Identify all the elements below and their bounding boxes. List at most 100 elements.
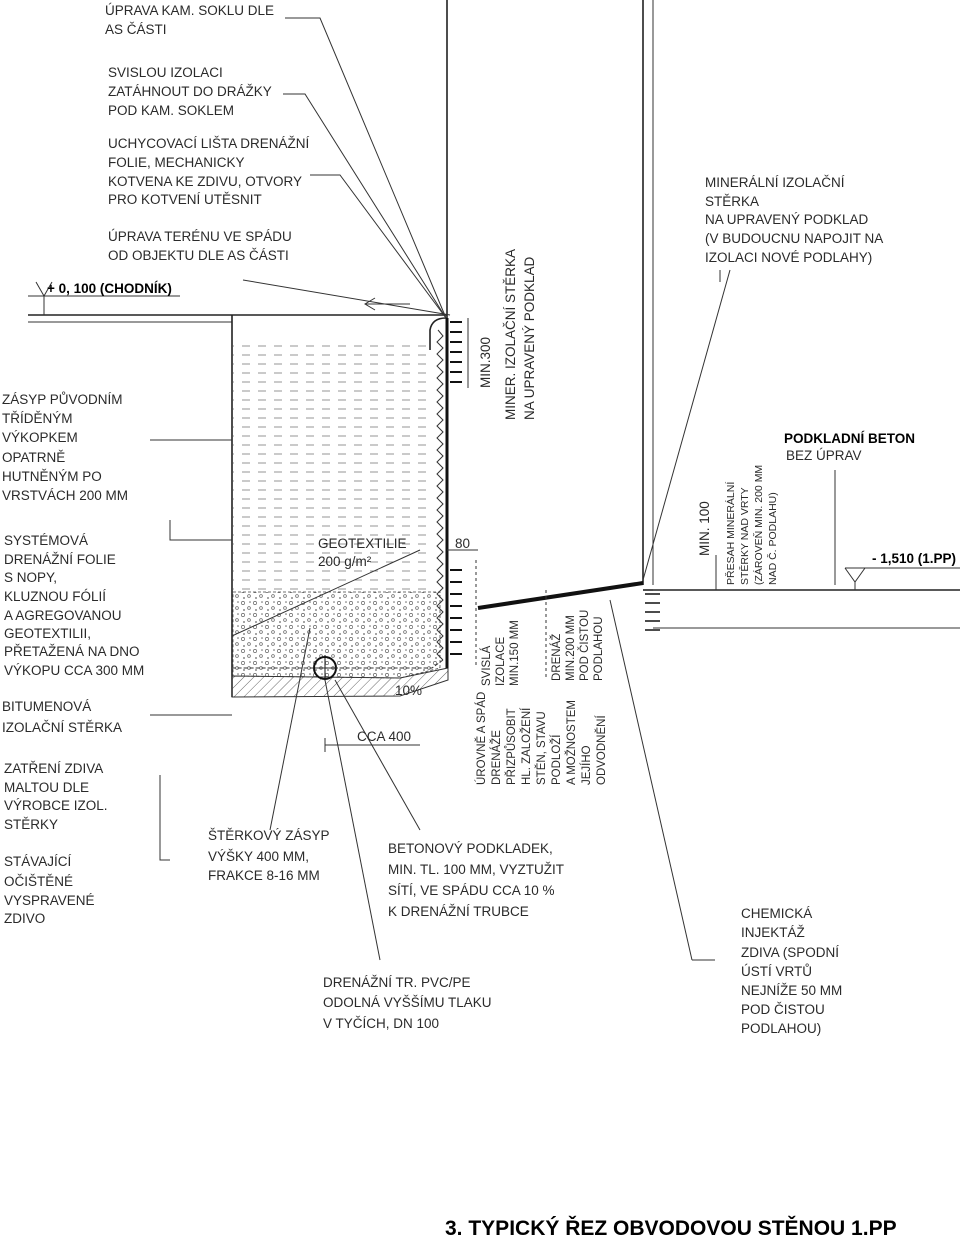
note-overlap: PŘESAH MINERÁLNÍ STĚRKY NAD VRTY (ZÁROVE… (724, 465, 779, 585)
svg-text:MINER. IZOLAČNÍ STĚRKA: MINER. IZOLAČNÍ STĚRKA (503, 249, 518, 420)
svg-text:HL. ZALOŽENÍ: HL. ZALOŽENÍ (520, 707, 533, 785)
svg-text:A MOŽNOSTEM: A MOŽNOSTEM (565, 700, 578, 785)
svg-text:NAD Č. PODLAHU): NAD Č. PODLAHU) (766, 492, 779, 585)
svg-text:STĚRKA: STĚRKA (705, 194, 759, 209)
svg-text:VÝROBCE IZOL.: VÝROBCE IZOL. (4, 798, 108, 813)
note-gravel: ŠTĚRKOVÝ ZÁSYP VÝŠKY 400 MM, FRAKCE 8-16… (208, 828, 330, 883)
svg-text:ODOLNÁ VYŠŠÍMU TLAKU: ODOLNÁ VYŠŠÍMU TLAKU (323, 995, 492, 1010)
svg-text:(ZÁROVEŇ MIN. 200 MM: (ZÁROVEŇ MIN. 200 MM (752, 465, 765, 585)
svg-text:BEZ ÚPRAV: BEZ ÚPRAV (786, 448, 862, 463)
svg-text:K DRENÁŽNÍ TRUBCE: K DRENÁŽNÍ TRUBCE (388, 904, 529, 919)
slope-label: 10% (395, 683, 422, 698)
level-top-label: + 0, 100 (CHODNÍK) (47, 281, 172, 296)
level-bottom-label: - 1,510 (1.PP) (872, 551, 956, 566)
svg-text:STĚRKY NAD VRTY: STĚRKY NAD VRTY (738, 487, 751, 585)
svg-text:AS ČÁSTI: AS ČÁSTI (105, 22, 167, 37)
svg-text:GEOTEXTILII,: GEOTEXTILII, (4, 626, 91, 641)
svg-text:PODLAHOU): PODLAHOU) (741, 1021, 821, 1036)
svg-text:DRENÁŽE: DRENÁŽE (490, 730, 503, 785)
mineral-coating-bar (477, 581, 644, 610)
svg-text:GEOTEXTILIE: GEOTEXTILIE (318, 536, 407, 551)
svg-text:ÚSTÍ VRTŮ: ÚSTÍ VRTŮ (741, 964, 812, 979)
dim-80-label: 80 (455, 536, 470, 551)
note-sokl-adjust: ÚPRAVA KAM. SOKLU DLE AS ČÁSTI (105, 3, 274, 37)
level-marker-top (28, 281, 180, 315)
svg-text:STÁVAJÍCÍ: STÁVAJÍCÍ (4, 854, 72, 869)
membrane-bottom-return (233, 659, 444, 669)
note-vertical-insulation-depth: SVISLÁ IZOLACE MIN.150 MM (480, 620, 521, 686)
svg-text:ZATŘENÍ ZDIVA: ZATŘENÍ ZDIVA (4, 761, 103, 776)
svg-text:POD KAM. SOKLEM: POD KAM. SOKLEM (108, 103, 234, 118)
svg-text:POD ČISTOU: POD ČISTOU (741, 1002, 825, 1017)
svg-text:NEJNÍŽE 50 MM: NEJNÍŽE 50 MM (741, 983, 842, 998)
svg-text:NA UPRAVENÝ PODKLAD: NA UPRAVENÝ PODKLAD (522, 256, 537, 420)
svg-text:IZOLACI NOVÉ PODLAHY): IZOLACI NOVÉ PODLAHY) (705, 250, 872, 265)
svg-text:STĚRKY: STĚRKY (4, 817, 58, 832)
svg-text:ZDIVA (SPODNÍ: ZDIVA (SPODNÍ (741, 945, 839, 960)
svg-text:DRENÁŽ: DRENÁŽ (550, 634, 563, 681)
note-existing-masonry: STÁVAJÍCÍ OČIŠTĚNÉ VYSPRAVENÉ ZDIVO (4, 854, 95, 926)
note-vertical-drainage: DRENÁŽ MIN.200 MM POD ČISTOU PODLAHOU (550, 610, 605, 681)
svg-text:FRAKCE 8-16 MM: FRAKCE 8-16 MM (208, 868, 320, 883)
svg-text:ÚROVNĚ A SPÁD: ÚROVNĚ A SPÁD (475, 692, 488, 785)
svg-text:VÝKOPU CCA 300 MM: VÝKOPU CCA 300 MM (4, 663, 144, 678)
mounting-strip (429, 317, 447, 350)
svg-text:ÚPRAVA KAM. SOKLU DLE: ÚPRAVA KAM. SOKLU DLE (105, 3, 274, 18)
dim-min100-label: MIN. 100 (697, 501, 712, 556)
svg-text:PŘIZPŮSOBIT: PŘIZPŮSOBIT (505, 708, 518, 785)
svg-text:INJEKTÁŽ: INJEKTÁŽ (741, 925, 805, 940)
note-terrain: ÚPRAVA TERÉNU VE SPÁDU OD OBJEKTU DLE AS… (108, 229, 292, 263)
note-backfill: ZÁSYP PŮVODNÍM TŘÍDĚNÝM VÝKOPKEM OPATRNĚ… (2, 392, 128, 503)
svg-text:MIN. TL. 100 MM, VYZTUŽIT: MIN. TL. 100 MM, VYZTUŽIT (388, 862, 564, 877)
svg-text:OČIŠTĚNÉ: OČIŠTĚNÉ (4, 874, 73, 889)
svg-text:NA UPRAVENÝ PODKLAD: NA UPRAVENÝ PODKLAD (705, 212, 869, 227)
svg-text:HUTNĚNÝM PO: HUTNĚNÝM PO (2, 469, 102, 484)
svg-text:PODKLADNÍ BETON: PODKLADNÍ BETON (784, 431, 915, 446)
svg-text:STĚN, STAVU: STĚN, STAVU (535, 711, 548, 785)
svg-text:ÚPRAVA TERÉNU VE SPÁDU: ÚPRAVA TERÉNU VE SPÁDU (108, 229, 292, 244)
note-mounting-strip: UCHYCOVACÍ LIŠTA DRENÁŽNÍ FOLIE, MECHANI… (108, 136, 310, 207)
svg-text:SVISLÁ: SVISLÁ (480, 645, 493, 686)
svg-text:MINERÁLNÍ IZOLAČNÍ: MINERÁLNÍ IZOLAČNÍ (705, 175, 845, 190)
existing-wall (447, 0, 643, 590)
svg-text:DRENÁŽNÍ TR. PVC/PE: DRENÁŽNÍ TR. PVC/PE (323, 975, 471, 990)
note-bitumen: BITUMENOVÁ IZOLAČNÍ STĚRKA (2, 699, 122, 735)
level-marker-bottom (844, 567, 960, 590)
drawing-title: 3. TYPICKÝ ŘEZ OBVODOVOU STĚNOU 1.PP (445, 1216, 897, 1239)
note-injection: CHEMICKÁ INJEKTÁŽ ZDIVA (SPODNÍ ÚSTÍ VRT… (741, 906, 842, 1036)
svg-text:PŘETAŽENÁ NA DNO: PŘETAŽENÁ NA DNO (4, 644, 140, 659)
svg-text:ZATÁHNOUT DO DRÁŽKY: ZATÁHNOUT DO DRÁŽKY (108, 84, 272, 99)
svg-text:FOLIE, MECHANICKY: FOLIE, MECHANICKY (108, 155, 245, 170)
svg-text:JEJÍHO: JEJÍHO (580, 745, 593, 785)
note-vertical-insulation: SVISLOU IZOLACI ZATÁHNOUT DO DRÁŽKY POD … (108, 65, 272, 118)
svg-text:IZOLAČNÍ STĚRKA: IZOLAČNÍ STĚRKA (2, 720, 122, 735)
note-geotextile: GEOTEXTILIE 200 g/m² (318, 536, 407, 569)
svg-text:TŘÍDĚNÝM: TŘÍDĚNÝM (2, 411, 73, 426)
svg-text:SÍTÍ, VE SPÁDU CCA 10 %: SÍTÍ, VE SPÁDU CCA 10 % (388, 883, 555, 898)
anchor-ticks (450, 321, 462, 655)
concrete-base (231, 667, 449, 698)
svg-text:BETONOVÝ PODKLADEK,: BETONOVÝ PODKLADEK, (388, 841, 553, 856)
svg-text:MIN.150 MM: MIN.150 MM (509, 620, 521, 686)
dim-cca400-label: CCA 400 (357, 729, 411, 744)
note-mineral-coating: MINERÁLNÍ IZOLAČNÍ STĚRKA NA UPRAVENÝ PO… (705, 175, 883, 265)
svg-text:PŘESAH MINERÁLNÍ: PŘESAH MINERÁLNÍ (724, 482, 737, 585)
svg-text:VYSPRAVENÉ: VYSPRAVENÉ (4, 893, 95, 908)
drill-ticks (645, 593, 660, 631)
note-mortar: ZATŘENÍ ZDIVA MALTOU DLE VÝROBCE IZOL. S… (4, 761, 108, 832)
svg-text:ZÁSYP PŮVODNÍM: ZÁSYP PŮVODNÍM (2, 392, 123, 407)
svg-text:VRSTVÁCH 200 MM: VRSTVÁCH 200 MM (2, 488, 128, 503)
svg-text:VÝŠKY 400 MM,: VÝŠKY 400 MM, (208, 849, 309, 864)
svg-text:UCHYCOVACÍ LIŠTA DRENÁŽNÍ: UCHYCOVACÍ LIŠTA DRENÁŽNÍ (108, 136, 310, 151)
svg-text:MIN.200 MM: MIN.200 MM (565, 615, 577, 681)
svg-text:DRENÁŽNÍ FOLIE: DRENÁŽNÍ FOLIE (4, 552, 116, 567)
svg-text:V TYČÍCH, DN 100: V TYČÍCH, DN 100 (323, 1016, 439, 1031)
dim-min300-label: MIN.300 (478, 337, 493, 388)
svg-text:IZOLACE: IZOLACE (495, 636, 507, 686)
note-vertical-mineral: MINER. IZOLAČNÍ STĚRKA NA UPRAVENÝ PODKL… (503, 249, 537, 420)
svg-text:ZDIVO: ZDIVO (4, 911, 45, 926)
svg-text:KLUZNOU FÓLIÍ: KLUZNOU FÓLIÍ (4, 589, 106, 604)
svg-text:PODLOŽÍ: PODLOŽÍ (550, 734, 563, 785)
